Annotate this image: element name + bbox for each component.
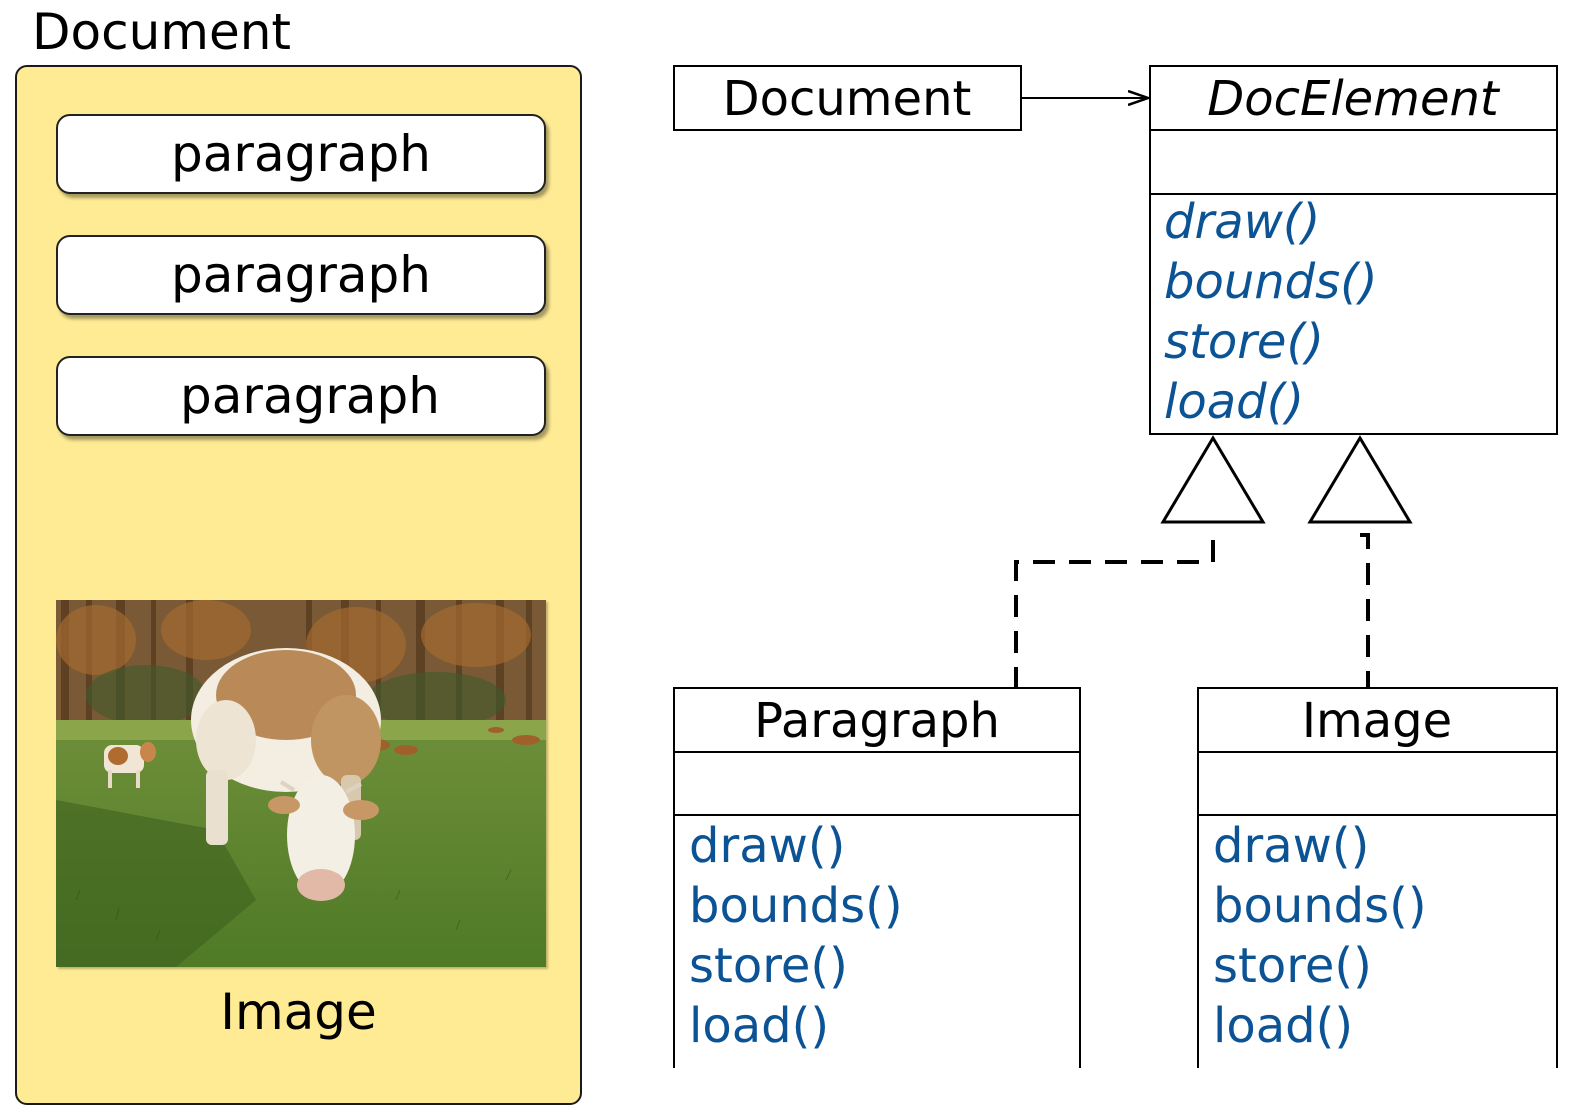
document-class-name: Document	[723, 71, 972, 127]
document-class: Document	[673, 65, 1022, 131]
paragraph-label: paragraph	[171, 125, 431, 183]
method-load: load()	[1213, 998, 1353, 1054]
method-bounds: bounds()	[1213, 878, 1427, 934]
method-draw: draw()	[689, 818, 845, 874]
docelement-class: DocElement draw() bounds() store() load(…	[1149, 65, 1558, 435]
image-caption: Image	[220, 983, 377, 1041]
image-class-name: Image	[1302, 693, 1452, 749]
paragraph-class: Paragraph draw() bounds() store() load()	[673, 687, 1081, 1068]
method-store: store()	[1164, 314, 1324, 370]
realization-line-paragraph	[1014, 540, 1215, 690]
paragraph-box-2: paragraph	[56, 235, 546, 315]
inheritance-triangle-icon	[1160, 435, 1266, 524]
document-panel: paragraph paragraph paragraph	[15, 65, 582, 1105]
realization-line-image	[1360, 533, 1370, 690]
uml-class-diagram: Document DocElement draw() bounds() stor…	[673, 65, 1558, 1068]
paragraph-box-3: paragraph	[56, 356, 546, 436]
method-store: store()	[1213, 938, 1372, 994]
method-draw: draw()	[1164, 194, 1320, 250]
image-class: Image draw() bounds() store() load()	[1197, 687, 1558, 1068]
method-load: load()	[689, 998, 829, 1054]
method-bounds: bounds()	[1164, 254, 1378, 310]
paragraph-label: paragraph	[171, 246, 431, 304]
docelement-class-name: DocElement	[1207, 71, 1501, 127]
method-draw: draw()	[1213, 818, 1369, 874]
method-store: store()	[689, 938, 848, 994]
paragraph-class-name: Paragraph	[754, 693, 1000, 749]
paragraph-label: paragraph	[180, 367, 440, 425]
method-load: load()	[1164, 374, 1304, 430]
method-bounds: bounds()	[689, 878, 903, 934]
cow-photo	[56, 600, 546, 967]
paragraph-box-1: paragraph	[56, 114, 546, 194]
inheritance-triangle-icon	[1307, 435, 1413, 524]
cow-photo-drawing	[56, 600, 546, 967]
document-label: Document	[32, 3, 292, 61]
